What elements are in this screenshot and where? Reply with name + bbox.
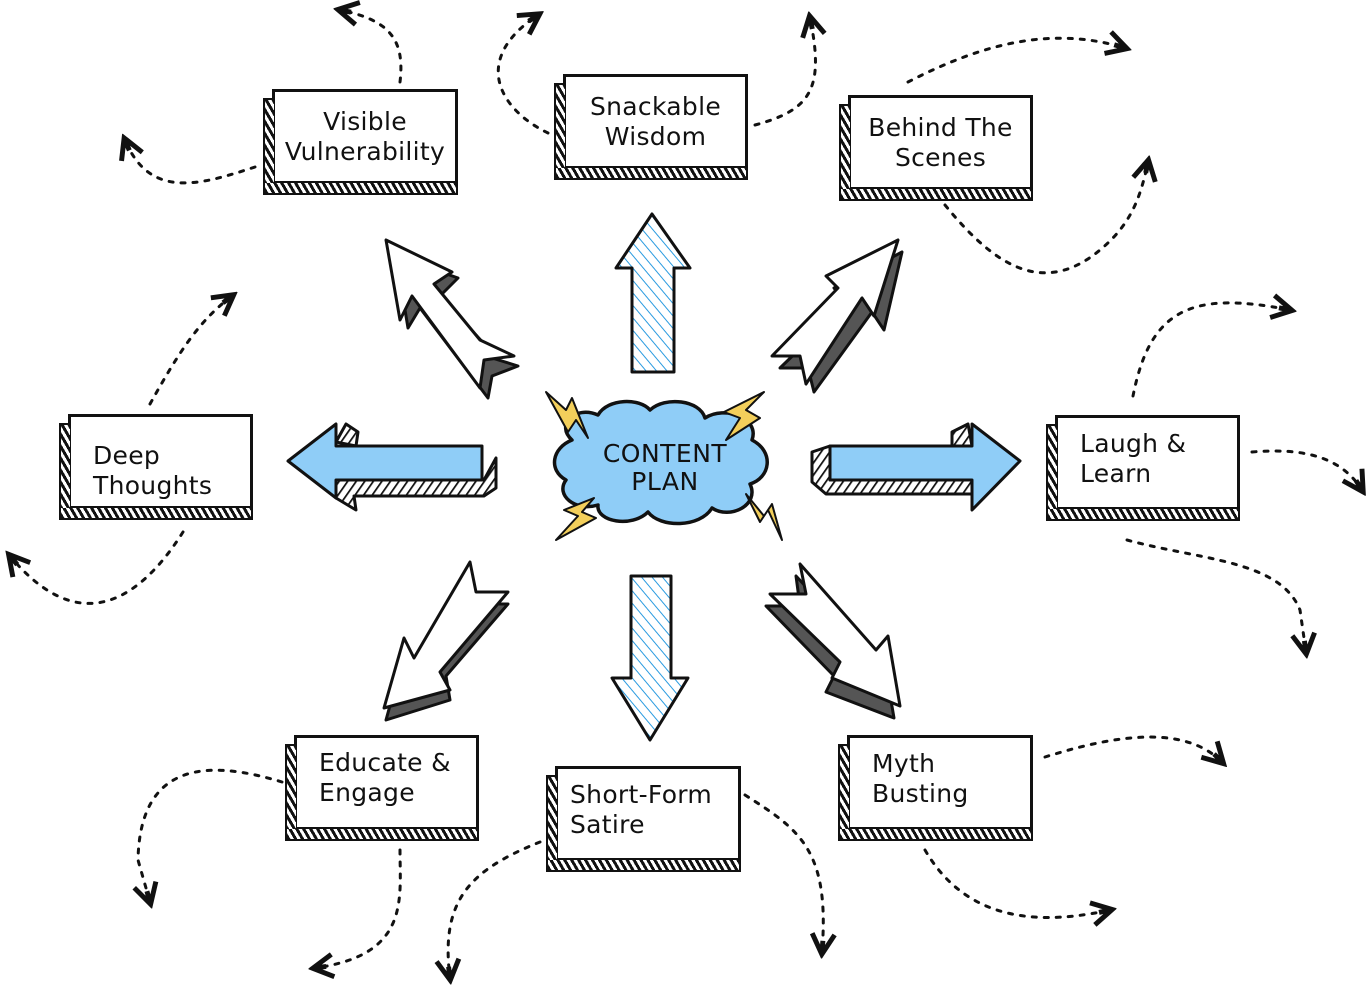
- center-topic: CONTENT PLAN: [560, 440, 770, 496]
- connector-ll-top: [1131, 303, 1290, 398]
- node-bottom-hatch: [1046, 509, 1240, 521]
- node-bottom-hatch: [838, 829, 1033, 841]
- node-side-hatch: [546, 775, 557, 864]
- center-line-2: PLAN: [631, 467, 699, 496]
- node-label-line-1: Visible: [323, 106, 407, 136]
- node-deep-thoughts[interactable]: Deep Thoughts: [59, 414, 253, 520]
- node-label-line-2: Busting: [872, 778, 969, 808]
- center-line-1: CONTENT: [602, 439, 728, 468]
- connector-mb-bottom: [923, 848, 1110, 918]
- node-bottom-hatch: [285, 829, 479, 841]
- node-label-line-2: Satire: [570, 809, 645, 839]
- connector-sw-left: [496, 15, 550, 135]
- node-side-hatch: [59, 423, 70, 512]
- arrow-down-right: [764, 562, 902, 720]
- node-label-line-2: Wisdom: [604, 121, 707, 151]
- node-label-line-2: Vulnerability: [284, 136, 446, 166]
- node-label-line-2: Learn: [1080, 458, 1152, 488]
- node-myth-busting[interactable]: Myth Busting: [838, 735, 1033, 841]
- node-label-line-1: Deep: [93, 440, 161, 470]
- bolt-icon-top-right: [723, 391, 765, 441]
- arrow-down-left: [382, 560, 510, 722]
- connector-dt-top: [148, 296, 232, 406]
- arrow-left-blue: [286, 422, 498, 512]
- node-side-hatch: [838, 744, 849, 833]
- node-label-line-1: Behind The: [868, 112, 1013, 142]
- node-educate-and-engage[interactable]: Educate & Engage: [285, 735, 479, 841]
- arrow-down-hatched: [610, 574, 690, 742]
- node-label-line-1: Laugh &: [1080, 428, 1187, 458]
- connector-bts-top: [906, 38, 1125, 84]
- node-label-line-2: Thoughts: [93, 470, 213, 500]
- connector-sfs-right: [743, 793, 823, 952]
- connector-ll-bottom: [1125, 538, 1306, 652]
- node-side-hatch: [839, 104, 850, 193]
- connector-ee-bottom: [315, 848, 402, 968]
- node-label-line-1: Short-Form: [570, 779, 713, 809]
- node-bottom-hatch: [263, 183, 458, 195]
- connector-ee-left: [138, 768, 284, 902]
- arrow-up-hatched: [614, 212, 692, 374]
- connector-ll-right: [1250, 449, 1362, 490]
- node-bottom-hatch: [554, 168, 748, 180]
- node-bottom-hatch: [546, 860, 741, 872]
- node-side-hatch: [1046, 424, 1057, 513]
- node-label-line-1: Snackable: [589, 91, 722, 121]
- lightning-bolts: [545, 391, 783, 541]
- node-label-line-1: Educate &: [319, 747, 451, 777]
- node-bottom-hatch: [839, 189, 1033, 201]
- node-visible-vulnerability[interactable]: Visible Vulnerability: [263, 89, 458, 195]
- bolt-icon-bottom-left: [555, 497, 597, 541]
- connector-mb-right: [1043, 735, 1222, 762]
- node-side-hatch: [554, 83, 565, 172]
- bolt-icon-bottom-right: [745, 493, 783, 541]
- node-bottom-hatch: [59, 508, 253, 520]
- connector-sfs-left: [448, 840, 542, 978]
- node-side-hatch: [285, 744, 296, 833]
- connector-vv-left: [125, 140, 257, 185]
- node-side-hatch: [263, 98, 274, 187]
- node-label-line-2: Scenes: [894, 142, 987, 172]
- bolt-icon-top-left: [545, 391, 589, 439]
- connector-bts-bottom: [943, 162, 1148, 275]
- arrow-up-left: [384, 238, 520, 400]
- node-label-line-2: Engage: [319, 777, 415, 807]
- connector-dt-bottom: [10, 530, 185, 605]
- node-snackable-wisdom[interactable]: Snackable Wisdom: [554, 74, 748, 180]
- node-short-form-satire[interactable]: Short-Form Satire: [546, 766, 741, 872]
- node-behind-the-scenes[interactable]: Behind The Scenes: [839, 95, 1033, 201]
- dotted-connectors: [10, 10, 1362, 978]
- arrow-up-right: [770, 238, 904, 394]
- connector-sw-right: [753, 18, 815, 127]
- node-laugh-and-learn[interactable]: Laugh & Learn: [1046, 415, 1240, 521]
- node-label-line-1: Myth: [872, 748, 936, 778]
- arrow-right-blue: [810, 422, 1022, 512]
- connector-vv-top: [340, 10, 403, 84]
